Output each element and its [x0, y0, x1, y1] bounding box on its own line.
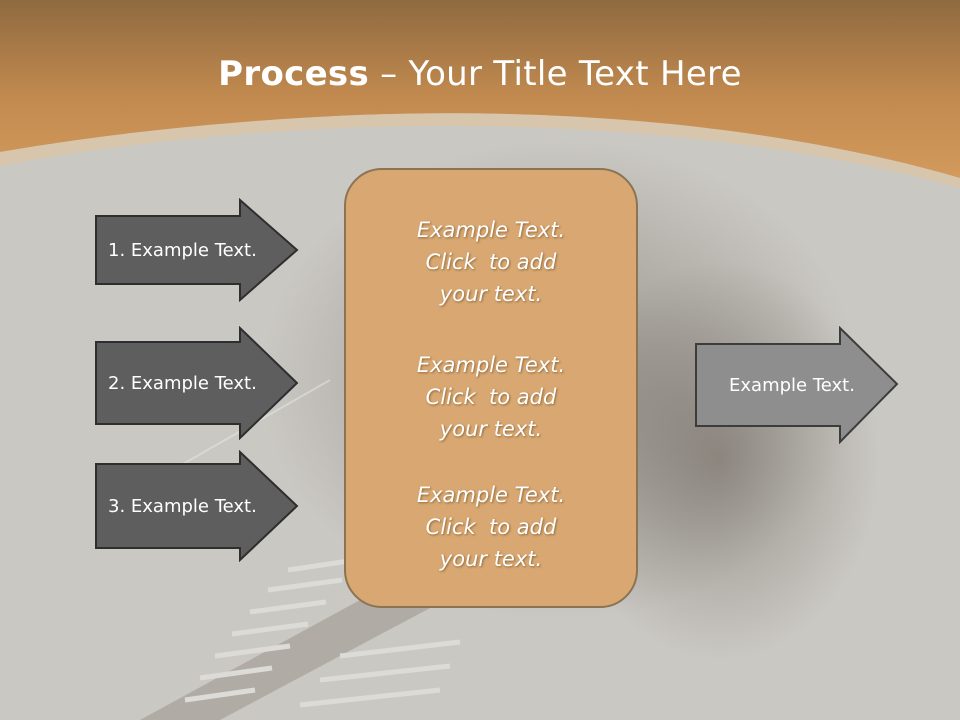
center-block-1-line-2: Click to add — [425, 250, 557, 274]
left-arrow-1-label: 1. Example Text. — [108, 239, 257, 261]
header-wave-highlight — [0, 113, 960, 188]
center-block-1-line-3: your text. — [439, 282, 543, 306]
center-block-2-line-2: Click to add — [425, 385, 557, 409]
right-arrow-label: Example Text. — [729, 374, 855, 396]
slide-title[interactable]: Process – Your Title Text Here — [0, 52, 960, 96]
left-arrow-3-label: 3. Example Text. — [108, 495, 257, 517]
center-block-2-line-3: your text. — [439, 417, 543, 441]
title-bold-part: Process — [218, 54, 370, 94]
arrow-shape — [95, 198, 299, 302]
right-arrow[interactable]: Example Text. — [694, 326, 900, 444]
title-rest-part: – Your Title Text Here — [369, 54, 742, 94]
header-band — [0, 0, 960, 178]
center-block-1-line-1: Example Text. — [416, 218, 566, 242]
center-block-3: Example Text. Click to add your text. — [346, 479, 636, 575]
center-block-3-line-2: Click to add — [425, 515, 557, 539]
arrow-shape — [95, 326, 299, 440]
center-block-3-line-1: Example Text. — [416, 483, 566, 507]
left-arrow-2-label: 2. Example Text. — [108, 372, 257, 394]
left-arrow-1[interactable]: 1. Example Text. — [94, 198, 300, 302]
center-block-2-line-1: Example Text. — [416, 353, 566, 377]
left-arrow-2[interactable]: 2. Example Text. — [94, 326, 300, 440]
arrow-shape — [695, 326, 899, 444]
left-arrow-3[interactable]: 3. Example Text. — [94, 450, 300, 562]
center-text-box[interactable]: Example Text. Click to add your text. Ex… — [344, 168, 638, 608]
center-block-3-line-3: your text. — [439, 547, 543, 571]
center-block-2: Example Text. Click to add your text. — [346, 349, 636, 445]
center-block-1: Example Text. Click to add your text. — [346, 214, 636, 310]
arrow-shape — [95, 450, 299, 562]
